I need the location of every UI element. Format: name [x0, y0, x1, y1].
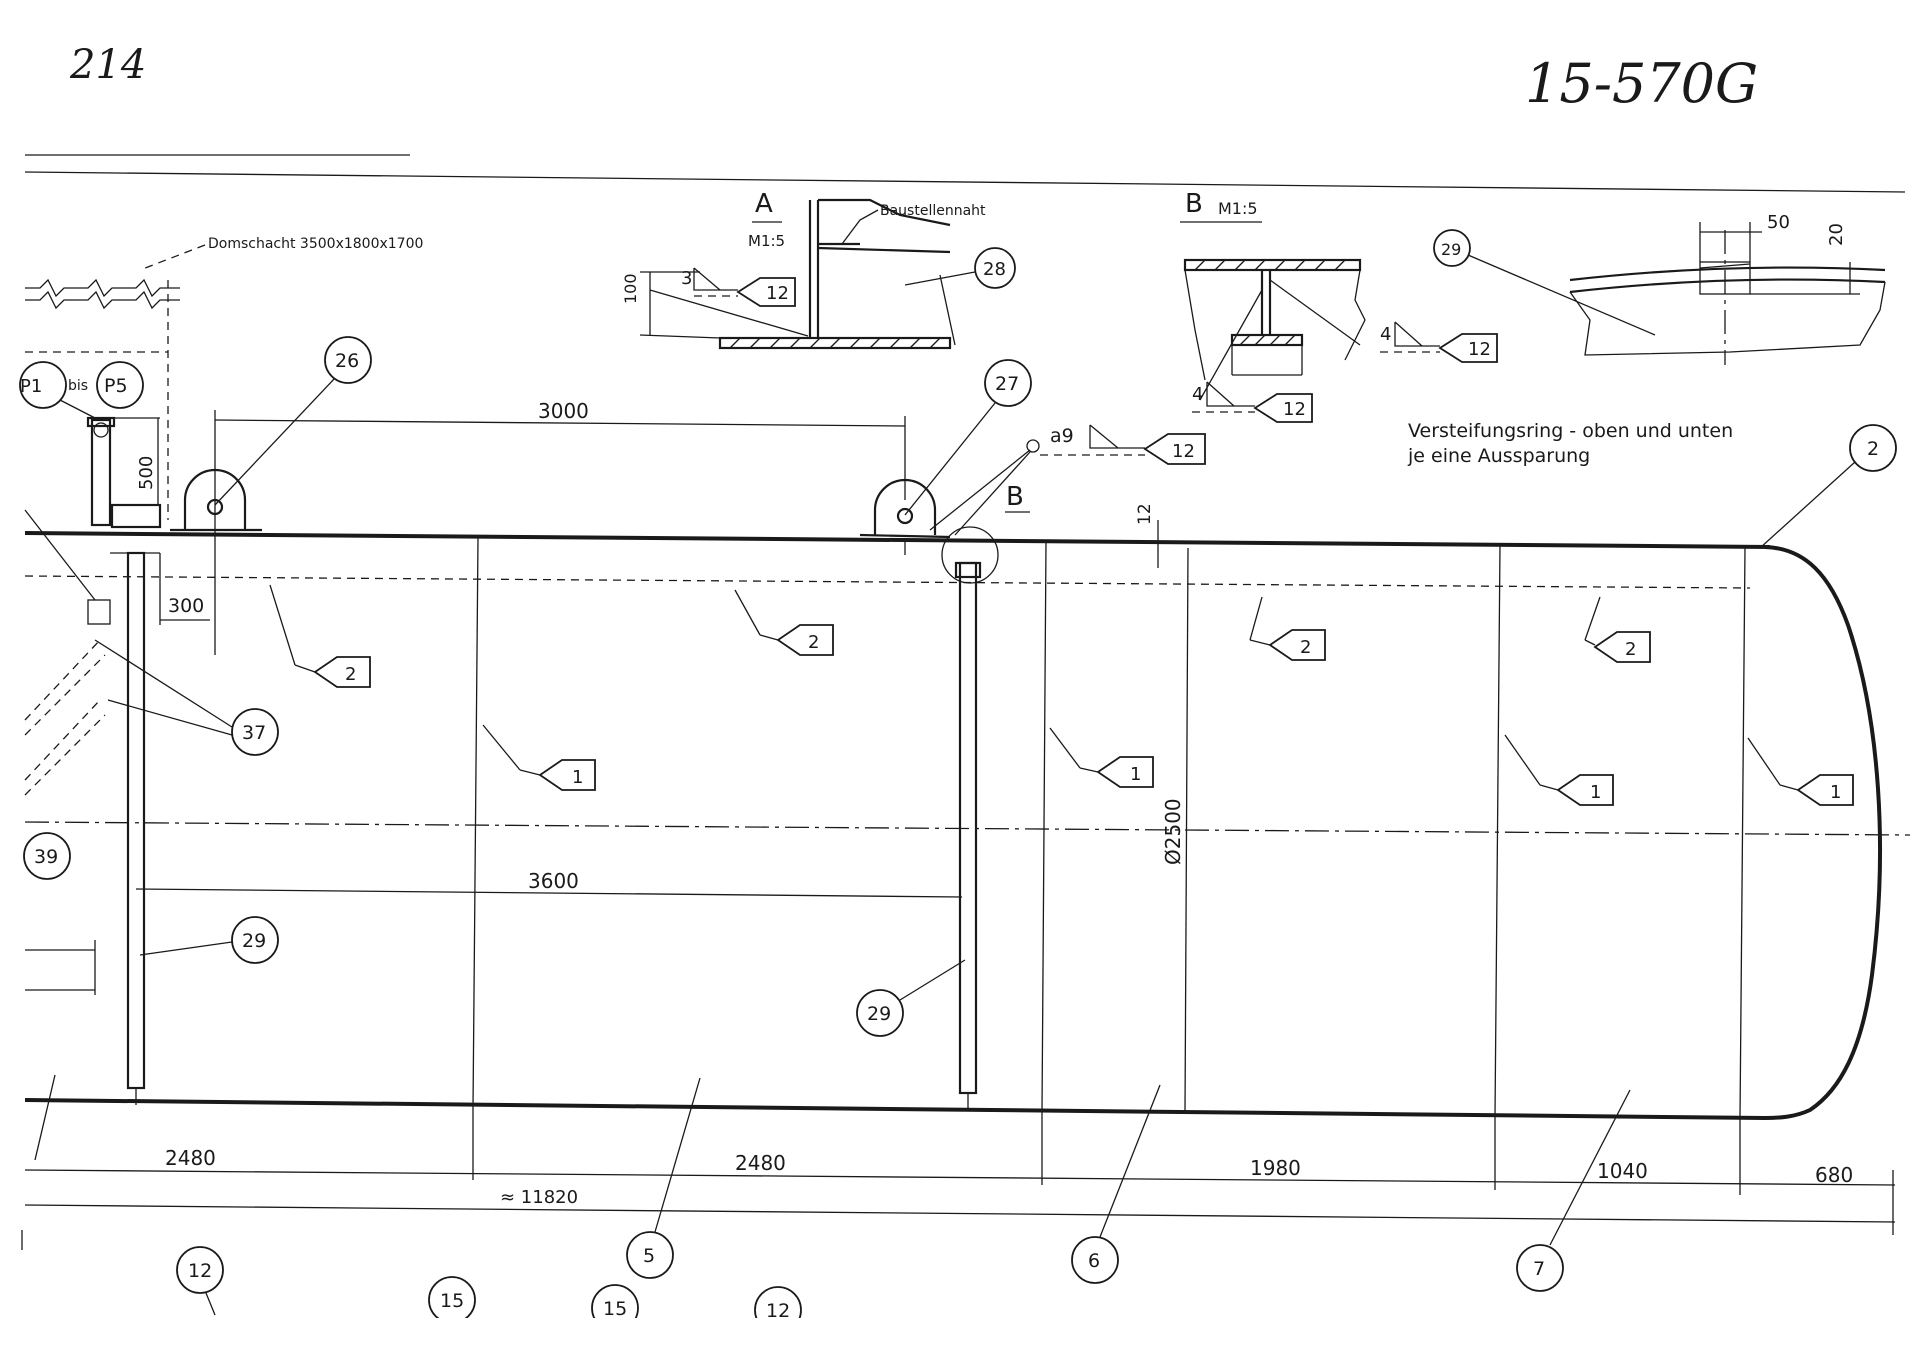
detail-a-scale: M1:5 [748, 232, 785, 250]
domschacht-leader [139, 244, 206, 271]
flag-2-c: 2 [1300, 637, 1311, 658]
dim-100: 100 [621, 273, 640, 304]
detail-b-marker-letter: B [1006, 482, 1024, 512]
detail-a: A M1:5 Baustellennaht 100 3 [621, 189, 1016, 350]
tank-body: Ø2500 12 [24, 503, 1911, 1120]
saddle-26: 26 [170, 336, 372, 532]
dim-50: 50 [1767, 212, 1790, 233]
shell-seam-4 [1739, 546, 1746, 1119]
dim-300: 300 [168, 595, 204, 617]
shell-bottom [24, 1098, 1766, 1120]
dim-680: 680 [1815, 1163, 1853, 1187]
flag-1-a: 1 [572, 767, 583, 788]
inner-dashed-line [24, 575, 1751, 589]
bubble-12-a: 12 [188, 1260, 212, 1282]
detail-b-scale: M1:5 [1218, 199, 1258, 218]
bubble-29-mid: 29 [867, 1003, 891, 1025]
bubble-29-left: 29 [242, 930, 266, 952]
detail-b: B M1:5 4 12 4 [1180, 189, 1498, 423]
weld-b-height-1: 4 [1380, 324, 1391, 345]
detail-b-letter: B [1185, 189, 1203, 219]
bubble-29-detail: 29 [1441, 240, 1461, 259]
bis-label: bis [68, 378, 88, 394]
versteifung-note-line2: je eine Aussparung [1407, 445, 1590, 467]
weld-a9-ref: 12 [1172, 441, 1195, 462]
bubble-p1: P1 [20, 376, 42, 397]
detail-29: 29 50 20 [1433, 212, 1886, 365]
flag-1-d: 1 [1830, 782, 1841, 803]
bubble-39: 39 [34, 846, 58, 868]
versteifung-note-line1: Versteifungsring - oben und unten [1408, 420, 1733, 442]
bubble-27: 27 [995, 373, 1019, 395]
dim-1980: 1980 [1250, 1156, 1301, 1180]
flag-2-a: 2 [345, 664, 356, 685]
detail-a-letter: A [755, 189, 773, 219]
shell-top [24, 531, 1771, 549]
bubble-7: 7 [1533, 1258, 1545, 1280]
bubble-2: 2 [1867, 438, 1879, 460]
flag-1-b: 1 [1130, 764, 1141, 785]
pipe-29-left: 29 [110, 551, 279, 1105]
shell-seam-2 [1041, 541, 1047, 1113]
dim-20: 20 [1826, 223, 1847, 246]
dim-3000: 3000 [538, 399, 589, 423]
dia-dim-line [1184, 547, 1189, 1113]
dim-1040: 1040 [1597, 1159, 1648, 1183]
baustellennaht-label: Baustellennaht [880, 203, 986, 219]
bubble-28: 28 [983, 259, 1006, 280]
nozzle-assembly: P1 bis P5 500 300 37 [19, 361, 279, 796]
bubble-5: 5 [643, 1245, 655, 1267]
dim-2480-a: 2480 [165, 1146, 216, 1170]
page-number: 214 [69, 42, 146, 88]
weld-a-height: 3 [681, 268, 692, 289]
bubble-p5: P5 [104, 375, 128, 397]
bubble-6: 6 [1088, 1250, 1100, 1272]
dim-3600: 3600 [528, 869, 579, 893]
dim-diameter: Ø2500 [1161, 798, 1185, 865]
drawing-number: 15-570G [1525, 52, 1758, 115]
flag-1-c: 1 [1590, 782, 1601, 803]
dim-11820: ≈ 11820 [500, 1187, 578, 1208]
weld-a9: a9 [1050, 425, 1074, 447]
bubble-26: 26 [335, 350, 359, 372]
domschacht-note: Domschacht 3500x1800x1700 [208, 236, 423, 252]
weld-b-height-2: 4 [1192, 384, 1203, 405]
tank-head [1764, 545, 1882, 1120]
shell-seam-1 [472, 537, 479, 1109]
flag-2-b: 2 [808, 632, 819, 653]
weld-b-ref-2: 12 [1283, 399, 1306, 420]
shell-seam-3 [1494, 544, 1501, 1117]
broken-line-upper [25, 278, 180, 298]
pipe-29-mid: 29 [856, 561, 982, 1110]
bubble-15-b: 15 [603, 1298, 627, 1320]
bubble-12-b: 12 [766, 1300, 790, 1322]
broken-line-lower [25, 290, 180, 310]
bubble-15-a: 15 [440, 1290, 464, 1312]
bubble-37: 37 [242, 722, 266, 744]
weld-a-ref: 12 [766, 283, 789, 304]
detail-b-marker [941, 526, 999, 584]
tank-centerline [24, 821, 1911, 836]
dim-3600-line [135, 888, 963, 898]
dim-2480-b: 2480 [735, 1151, 786, 1175]
bottom-dimensions: 2480 2480 1980 1040 680 ≈ 11820 [24, 1108, 1896, 1235]
dim-3000-line [214, 419, 906, 427]
dim-500: 500 [136, 456, 157, 490]
saddle-27: 27 [859, 359, 1032, 555]
dim-12: 12 [1135, 503, 1155, 525]
frame-line-lower [24, 171, 1906, 193]
flag-2-d: 2 [1625, 639, 1636, 660]
weld-b-ref-1: 12 [1468, 339, 1491, 360]
